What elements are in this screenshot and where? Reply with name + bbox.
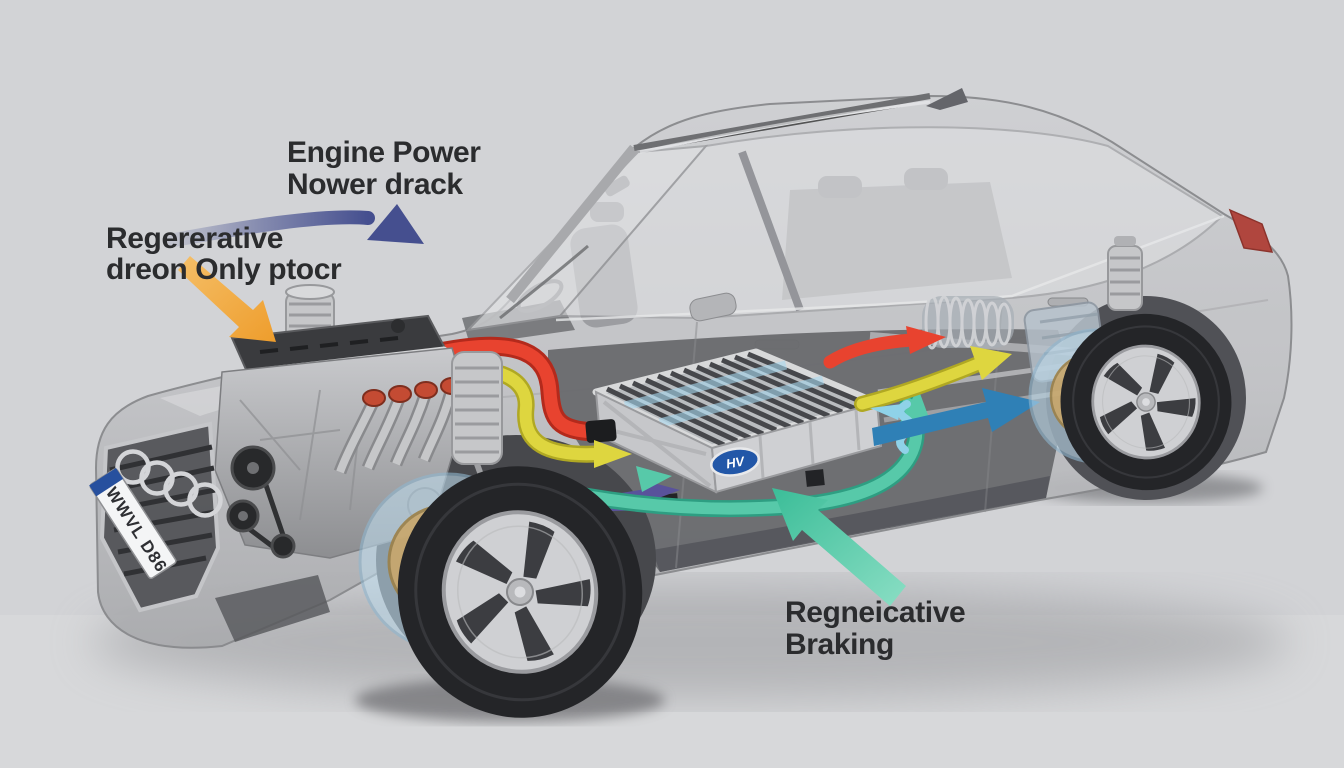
- roof-edge: [633, 93, 931, 151]
- regen-left-label-line2: dreon Only ptocr: [106, 253, 342, 286]
- shark-fin-antenna: [926, 88, 968, 110]
- lower-intake: [215, 575, 330, 642]
- flow-blue-arrow: [872, 388, 1040, 446]
- regen-braking-arrow: [772, 488, 906, 606]
- battery-front-face: [710, 401, 883, 494]
- cv-boot: [922, 296, 1014, 348]
- flow-red-rear-head: [906, 326, 946, 354]
- taillight: [1228, 208, 1274, 253]
- annotation-arrows: [167, 204, 906, 606]
- battery-badge: HV: [710, 447, 760, 477]
- regen-left-label-line1: Regererative: [106, 222, 283, 255]
- belt-pulleys: [226, 445, 296, 559]
- flow-yellow-head: [594, 440, 632, 468]
- flow-lightblue-head: [870, 404, 902, 420]
- a-pillar: [506, 144, 638, 304]
- front-fascia: WWVL D86: [89, 421, 330, 642]
- regen-left-arrow: [178, 256, 276, 342]
- engine-power-label-line1: Engine Power: [287, 136, 481, 169]
- flow-yellow-rear-head: [970, 346, 1012, 380]
- battery-pack: HV: [592, 348, 883, 511]
- flow-red-rear: [823, 333, 919, 369]
- oil-cap: [391, 319, 405, 333]
- flow-yellow-rear: [856, 358, 984, 410]
- engine-power-label-line2: Nower drack: [287, 168, 463, 201]
- hv-connector: [585, 419, 617, 443]
- regen-braking-label-line1: Regneicative: [785, 596, 965, 629]
- side-mirror: [689, 292, 737, 322]
- flow-red-engine-to-battery: [433, 339, 601, 439]
- engine-power-arrow-head: [367, 204, 424, 244]
- flow-teal-head-left: [636, 466, 672, 492]
- battery-badge-text: HV: [725, 453, 747, 471]
- wiper: [499, 244, 589, 320]
- annotation-labels: Engine Power Nower drack Regererative dr…: [106, 136, 966, 661]
- battery-glass-strips: [623, 360, 825, 428]
- rear-strut: [1107, 236, 1143, 311]
- glass: [465, 93, 1225, 332]
- engine-power-arrow-tail: [167, 210, 375, 247]
- regen-braking-label-line2: Braking: [785, 628, 894, 661]
- b-pillar: [738, 150, 804, 312]
- side-glass: [557, 126, 1224, 320]
- battery-foot: [805, 469, 825, 487]
- brand-rings: [115, 449, 223, 518]
